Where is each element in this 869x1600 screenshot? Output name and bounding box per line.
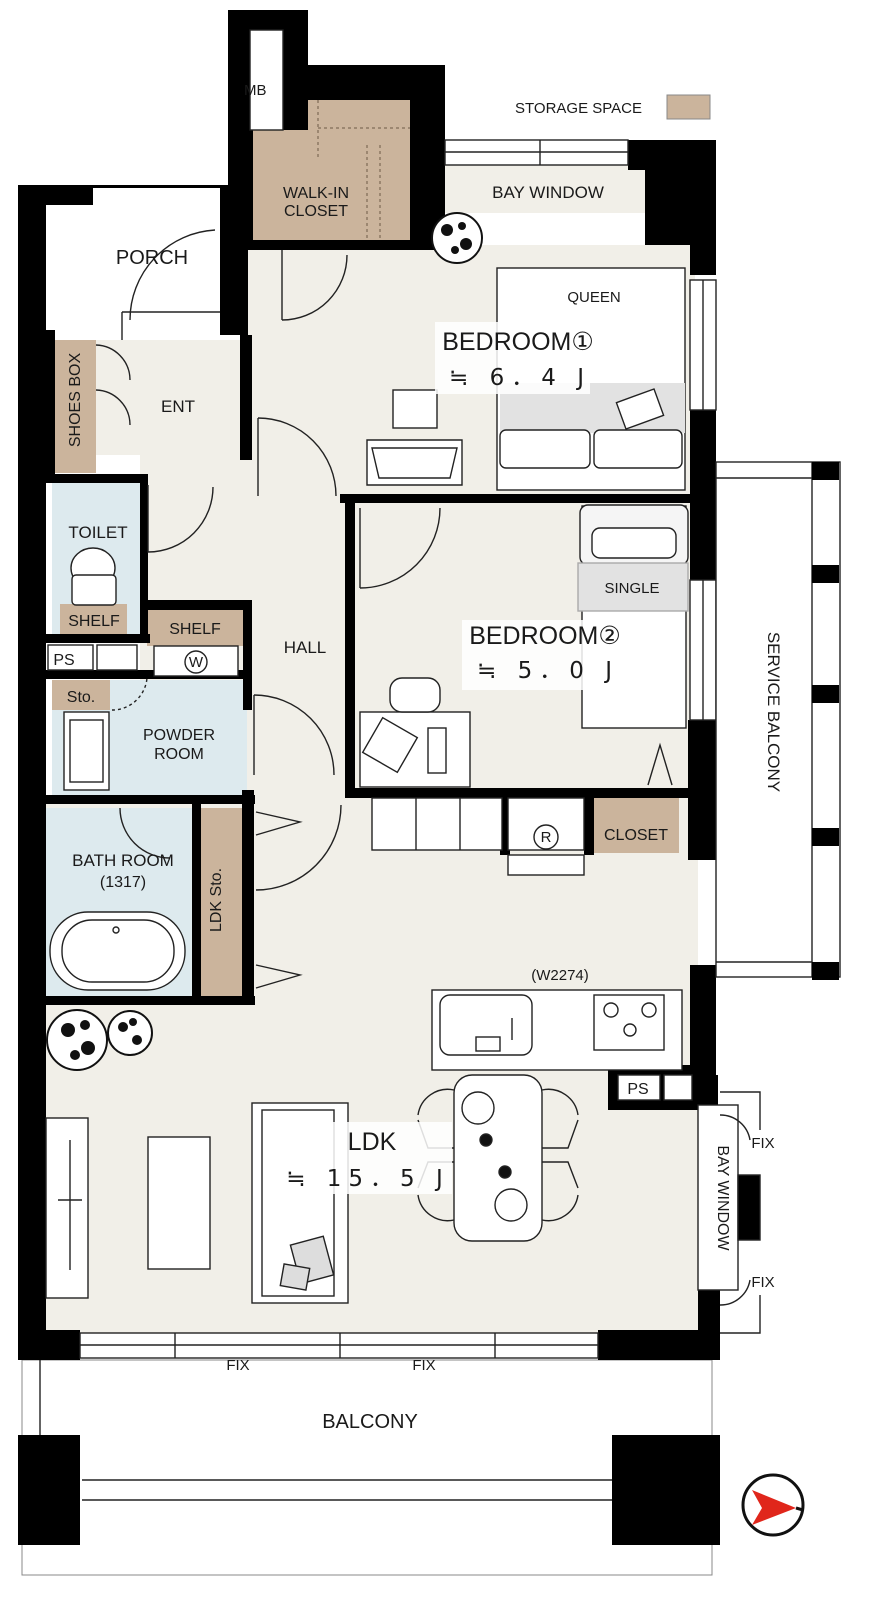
- bay-window-top-label: BAY WINDOW: [492, 183, 604, 202]
- powder-shelf-label: SHELF: [169, 621, 221, 638]
- fix-bottom-right-label: FIX: [412, 1357, 435, 1374]
- bedroom2-area: ≒ 5．0 J: [477, 658, 619, 684]
- balcony-label: BALCONY: [322, 1411, 418, 1433]
- walk-in-closet-label-1: WALK-IN: [283, 185, 349, 202]
- legend-label: STORAGE SPACE: [515, 100, 642, 117]
- queen-label: QUEEN: [567, 289, 620, 306]
- ldk-storage-area: [200, 808, 242, 998]
- closet-label: CLOSET: [604, 827, 668, 844]
- closet-area: [593, 795, 679, 853]
- north-arrow-icon: [741, 1473, 805, 1537]
- bath-size-label: (1317): [100, 874, 146, 891]
- hall-label: HALL: [284, 638, 327, 657]
- bedroom1-label: BEDROOM①: [442, 328, 594, 356]
- bedroom1-area: ≒ 6．4 J: [449, 365, 591, 391]
- ldk-area: ≒ 15．5 J: [286, 1166, 450, 1192]
- porch-label: PORCH: [116, 247, 188, 269]
- toilet-label: TOILET: [68, 523, 127, 542]
- ps-left-label: PS: [53, 652, 74, 669]
- ent-label: ENT: [161, 397, 195, 416]
- sto-label: Sto.: [67, 689, 95, 706]
- sto-area: [52, 680, 110, 710]
- powder-shelf-area: [147, 610, 243, 646]
- kitchen-width-label: (W2274): [531, 967, 589, 984]
- bay-window-side-label: BAY WINDOW: [714, 1145, 731, 1251]
- shoes-box-area: [52, 340, 96, 473]
- powder-room-label-1: POWDER: [143, 727, 215, 744]
- washer-mark: W: [189, 654, 204, 671]
- fridge-mark: R: [541, 829, 552, 846]
- mb-box: [249, 29, 284, 131]
- labels: STORAGE SPACE MB WALK-IN CLOSET BAY WIND…: [53, 82, 783, 1433]
- walk-in-closet-label-2: CLOSET: [284, 203, 348, 220]
- fix-bottom-left-label: FIX: [226, 1357, 249, 1374]
- storage-areas: [52, 100, 679, 998]
- ldk-label: LDK: [348, 1128, 397, 1156]
- walls: [18, 10, 720, 1545]
- balcony-posts: [812, 462, 839, 980]
- fix-side-bottom-label: FIX: [751, 1274, 774, 1291]
- toilet-shelf-area: [60, 604, 127, 634]
- bath-room-label: BATH ROOM: [72, 851, 174, 870]
- shoes-box-label: SHOES BOX: [67, 353, 84, 448]
- bedroom2-label: BEDROOM②: [469, 622, 621, 650]
- single-label: SINGLE: [604, 580, 659, 597]
- service-balcony-label: SERVICE BALCONY: [764, 632, 783, 792]
- plant-icon: [46, 1009, 153, 1071]
- ldk-sto-label: LDK Sto.: [208, 868, 225, 932]
- plant-icon: [431, 212, 483, 264]
- fix-side-top-label: FIX: [751, 1135, 774, 1152]
- storage-legend-swatch: [666, 94, 711, 120]
- powder-room-label-2: ROOM: [154, 746, 204, 763]
- ps-kitchen-label: PS: [627, 1081, 648, 1098]
- mb-label: MB: [244, 82, 267, 99]
- toilet-shelf-label: SHELF: [68, 613, 120, 630]
